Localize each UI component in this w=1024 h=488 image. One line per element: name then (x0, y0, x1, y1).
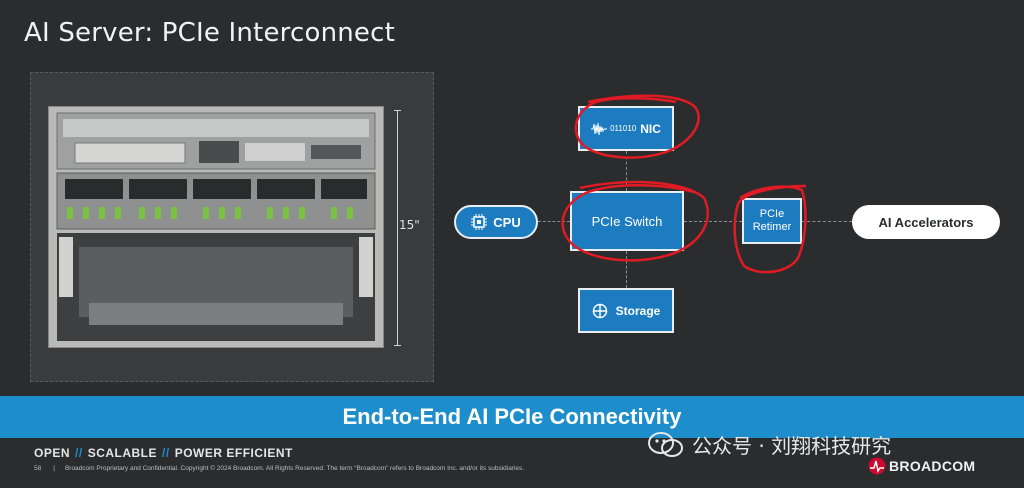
connector-switch-storage (626, 251, 627, 288)
tagline-separator: // (162, 446, 170, 460)
nic-label: NIC (640, 121, 661, 136)
retimer-label-line1: PCIe (759, 208, 785, 220)
tagline: OPEN // SCALABLE // POWER EFFICIENT (34, 446, 293, 460)
ai-accelerators-label: AI Accelerators (878, 214, 974, 230)
nic-waveform-icon (591, 122, 608, 136)
connector-cpu-switch (538, 221, 570, 222)
watermark: 公众号 · 刘翔科技研究 (648, 430, 891, 459)
broadcom-logo: BROADCOM (868, 457, 975, 475)
page-number: 58 (34, 465, 42, 472)
retimer-label-line2: Retimer (752, 221, 792, 233)
pcie-switch-label: PCIe Switch (591, 213, 663, 229)
storage-box: Storage (578, 288, 674, 333)
banner: End-to-End AI PCIe Connectivity (0, 396, 1024, 438)
height-dimension-label: 15" (399, 218, 420, 232)
pcie-retimer-box: PCIe Retimer (742, 198, 802, 244)
pcie-switch-box: PCIe Switch (570, 191, 684, 251)
connector-retimer-accelerators (802, 221, 852, 222)
cpu-chip-icon (471, 214, 488, 230)
watermark-text: 公众号 · 刘翔科技研究 (692, 434, 892, 458)
ai-accelerators-pill: AI Accelerators (852, 205, 1000, 239)
footer-legal-text: Broadcom Proprietary and Confidential. C… (64, 465, 525, 472)
height-dimension-line (394, 110, 401, 346)
nic-bits: 011010 (610, 124, 637, 133)
banner-text: End-to-End AI PCIe Connectivity (342, 404, 682, 429)
tagline-open: OPEN (34, 446, 71, 460)
cpu-pill: CPU (454, 205, 538, 239)
nic-box: 011010 NIC (578, 106, 674, 151)
wechat-icon (648, 431, 684, 459)
footer: 58 | Broadcom Proprietary and Confidential… (34, 465, 524, 472)
storage-label: Storage (615, 303, 661, 318)
connector-nic-switch (626, 151, 627, 191)
footer-divider: | (53, 465, 55, 472)
tagline-separator: // (75, 446, 83, 460)
storage-icon (592, 303, 608, 319)
slide-title: AI Server: PCIe Interconnect (24, 18, 396, 48)
server-photo (48, 106, 384, 348)
cpu-label: CPU (493, 214, 521, 230)
broadcom-logo-icon (868, 457, 886, 475)
tagline-power-efficient: POWER EFFICIENT (174, 446, 293, 460)
tagline-scalable: SCALABLE (87, 446, 158, 460)
broadcom-logo-text: BROADCOM (889, 458, 976, 474)
connector-switch-retimer (684, 221, 742, 222)
